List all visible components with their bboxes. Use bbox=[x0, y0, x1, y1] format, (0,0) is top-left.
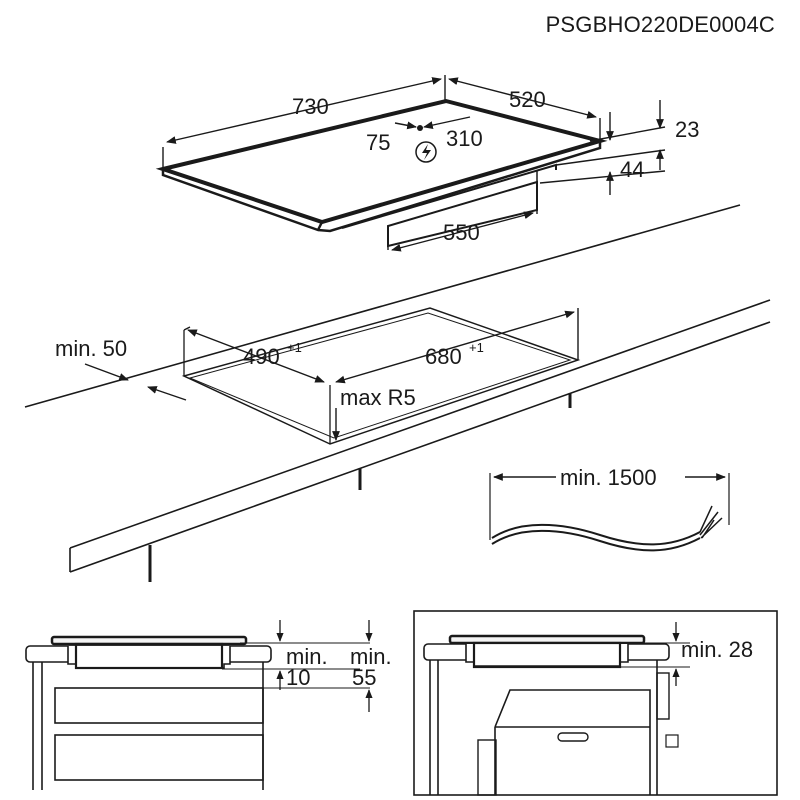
drawer-gap-top-value: 10 bbox=[286, 665, 310, 690]
power-cable bbox=[489, 473, 730, 552]
cutout-depth-label: 490 bbox=[243, 344, 280, 369]
oven-gap-label: min. 28 bbox=[681, 637, 753, 662]
lightning-bolt-in-circle-icon bbox=[415, 141, 437, 163]
drawer-gap-bottom-label: min. bbox=[350, 644, 392, 669]
hob-top-thickness-label: 23 bbox=[675, 117, 699, 142]
worktop bbox=[24, 204, 771, 582]
cable-min-length-label: min. 1500 bbox=[560, 465, 657, 490]
hob-glass-top bbox=[155, 98, 608, 225]
oven-clearance-panel bbox=[413, 610, 778, 796]
cutout-dimension-lines bbox=[84, 308, 579, 441]
drawer-clearance-panel bbox=[25, 620, 373, 790]
cutout-min-edge-label: min. 50 bbox=[55, 336, 127, 361]
connection-point bbox=[417, 125, 423, 131]
cutout-corner-radius-label: max R5 bbox=[340, 385, 416, 410]
hob-offset-left-label: 75 bbox=[366, 130, 390, 155]
hob-body-width-label: 550 bbox=[443, 220, 480, 245]
cutout-depth-tolerance: +1 bbox=[287, 340, 302, 355]
drawer-gap-bottom-value: 55 bbox=[352, 665, 376, 690]
cutout-width-tolerance: +1 bbox=[469, 340, 484, 355]
hob-dimension-lines bbox=[162, 75, 666, 252]
hob-depth-label: 520 bbox=[509, 87, 546, 112]
drawer-gap-top-label: min. bbox=[286, 644, 328, 669]
hob-width-label: 730 bbox=[292, 94, 329, 119]
hob-offset-right-label: 310 bbox=[446, 126, 483, 151]
document-code: PSGBHO220DE0004C bbox=[546, 12, 775, 37]
cutout-width-label: 680 bbox=[425, 344, 462, 369]
hob-body-height-label: 44 bbox=[620, 157, 644, 182]
hob-perspective bbox=[155, 98, 608, 248]
